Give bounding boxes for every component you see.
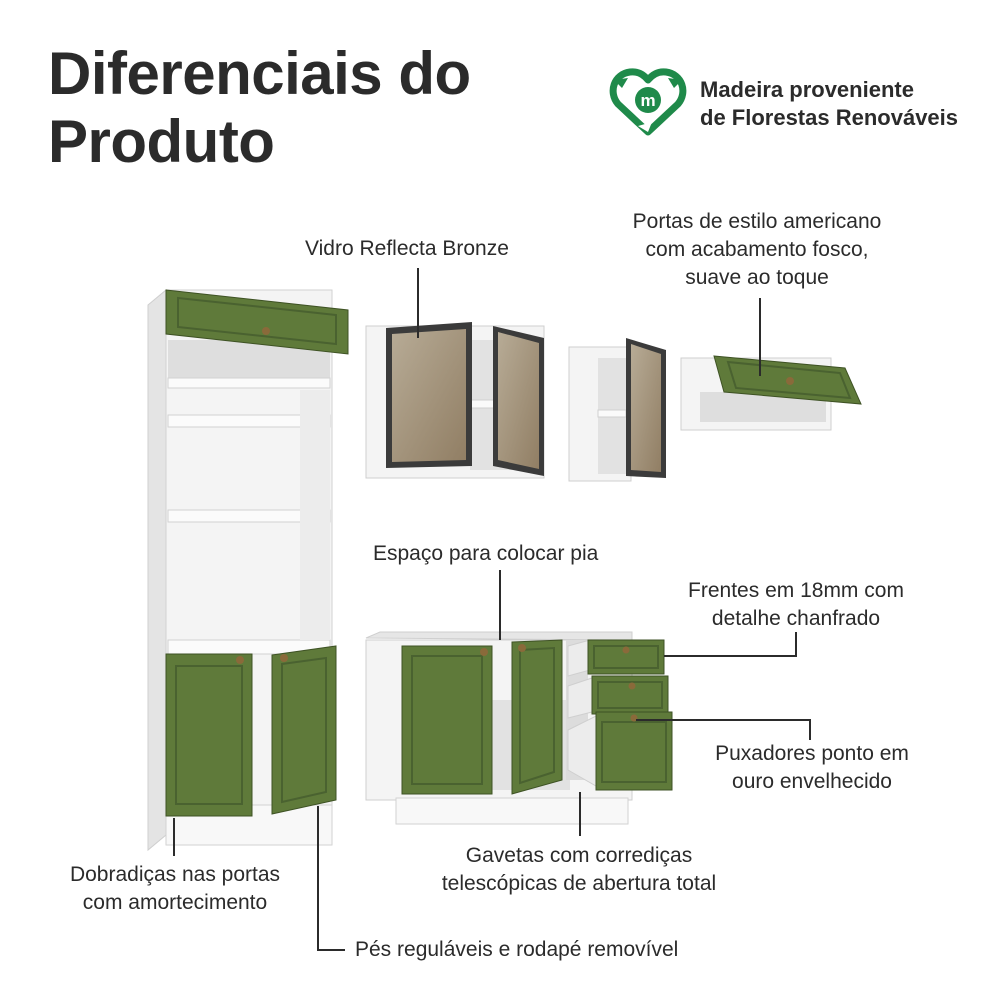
recycle-m-logo-icon: m [609,68,687,136]
label-hinges-line-1: Dobradiças nas portas [69,863,281,886]
label-american-doors-line-2: com acabamento fosco, [645,238,869,261]
flap-wall-cabinet [680,355,862,431]
callout-line-feet [317,806,345,951]
glass-wall-cabinet-double [365,322,545,479]
gold-handle-icon [628,682,636,690]
gold-handle-icon [480,648,488,656]
gold-handle-icon [518,644,526,652]
label-american-doors-line-3: suave ao toque [685,266,829,289]
glass-wall-cabinet-single [568,338,666,482]
badge-line-2: de Florestas Renováveis [700,105,959,130]
label-american-doors-line-1: Portas de estilo americano [632,210,882,233]
label-handles-line-1: Puxadores ponto em [715,742,909,765]
tall-cabinet-lower-doors [165,645,337,817]
title-line-1: Diferenciais do [48,40,471,107]
top-flap-door [165,289,349,355]
label-handles-line-2: ouro envelhecido [732,770,892,793]
page-title: Diferenciais do Produto [48,40,471,176]
gold-handle-icon [236,656,244,664]
label-fronts-line-2: detalhe chanfrado [711,607,881,630]
label-drawers-line-1: Gavetas com corrediças [465,844,693,867]
gold-handle-icon [786,377,794,385]
callout-lines [173,268,811,951]
label-fronts-line-1: Frentes em 18mm com [688,579,904,602]
label-glass: Vidro Reflecta Bronze [305,237,509,260]
label-feet: Pés reguláveis e rodapé removível [355,938,679,961]
gold-handle-icon [280,654,288,662]
label-hinges: Dobradiças nas portas com amortecimento [50,861,300,917]
title-line-2: Produto [48,108,275,175]
label-hinges-line-2: com amortecimento [82,891,268,914]
gold-handle-icon [262,327,270,335]
label-sink-space: Espaço para colocar pia [373,542,599,565]
callout-line-handles [636,719,811,740]
callout-line-fronts [664,632,797,657]
label-drawers-line-2: telescópicas de abertura total [441,872,717,895]
label-american-doors: Portas de estilo americano com acabament… [612,208,902,292]
label-drawers: Gavetas com corrediças telescópicas de a… [420,842,738,898]
renewable-forest-badge: m Madeira proveniente de Florestas Renov… [608,66,988,138]
gold-handle-icon [622,646,630,654]
badge-text: Madeira proveniente de Florestas Renováv… [700,76,958,132]
label-handles: Puxadores ponto em ouro envelhecido [694,740,930,796]
svg-text:m: m [640,91,655,110]
gold-handle-icon [630,714,638,722]
label-fronts: Frentes em 18mm com detalhe chanfrado [664,577,928,633]
badge-line-1: Madeira proveniente [700,77,914,102]
